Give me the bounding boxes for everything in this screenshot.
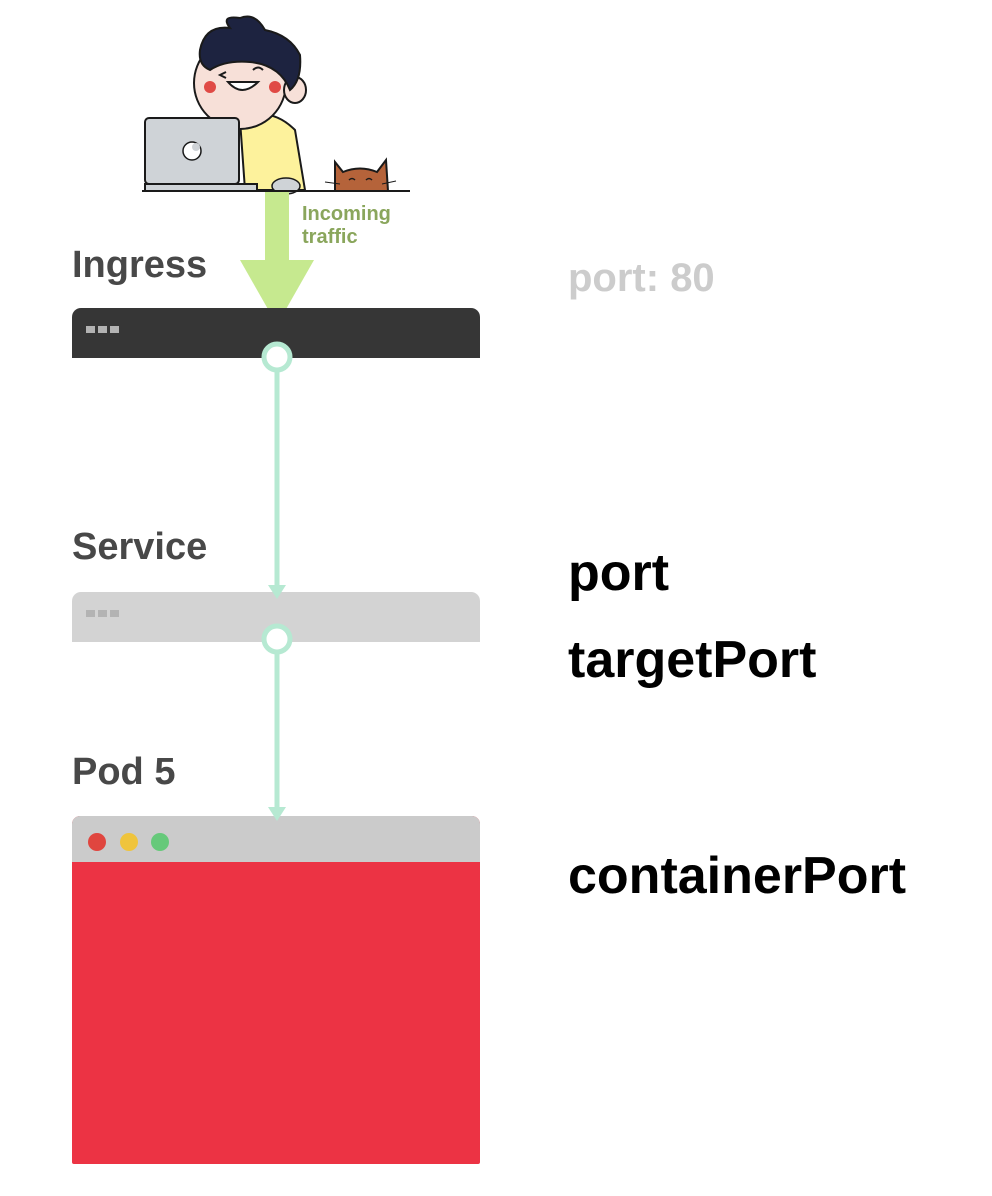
service-window-controls bbox=[86, 604, 122, 622]
ingress-port-label: port: 80 bbox=[568, 256, 715, 300]
pod-title: Pod 5 bbox=[72, 751, 176, 793]
developer-illustration bbox=[142, 15, 410, 195]
ingress-port-node bbox=[261, 341, 293, 373]
ingress-title: Ingress bbox=[72, 244, 208, 286]
pod-window bbox=[72, 816, 480, 1164]
incoming-traffic-line2: traffic bbox=[302, 226, 358, 248]
target-port-node bbox=[261, 623, 293, 655]
service-port-label: port bbox=[568, 544, 670, 602]
ingress-service-arrowhead bbox=[268, 585, 286, 599]
target-port-label: targetPort bbox=[568, 631, 817, 689]
pod-titlebar bbox=[72, 816, 480, 862]
window-close-icon bbox=[88, 833, 106, 851]
container-port-label: containerPort bbox=[568, 847, 907, 905]
cat-illustration bbox=[324, 157, 397, 192]
window-maximize-icon bbox=[151, 833, 169, 851]
incoming-traffic-arrow bbox=[240, 192, 314, 325]
service-title: Service bbox=[72, 526, 208, 568]
connectors bbox=[261, 341, 293, 821]
incoming-traffic-label: Incoming traffic bbox=[302, 203, 391, 249]
incoming-traffic-line1: Incoming bbox=[302, 203, 391, 225]
ingress-window-controls bbox=[86, 320, 122, 338]
window-minimize-icon bbox=[120, 833, 138, 851]
service-pod-arrowhead bbox=[268, 807, 286, 821]
